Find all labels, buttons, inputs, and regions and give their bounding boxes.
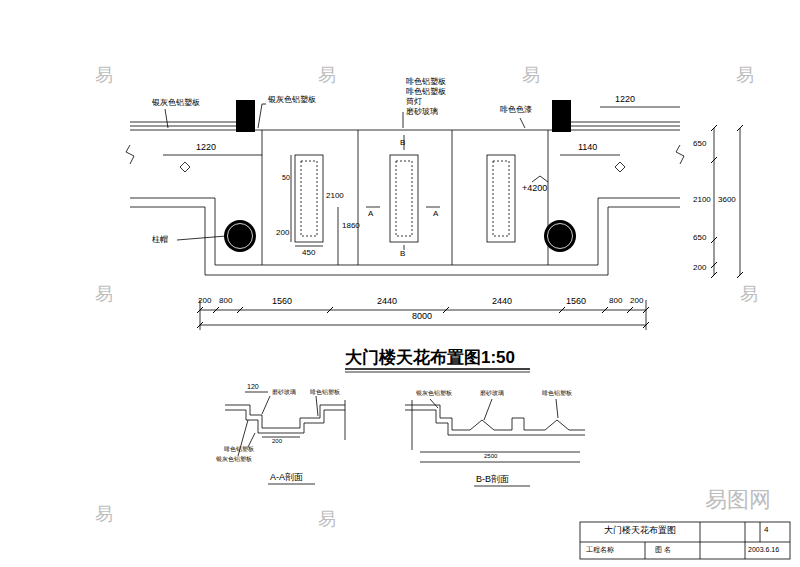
drawing-label: 4 bbox=[764, 526, 768, 535]
watermark: 易 bbox=[740, 285, 758, 305]
drawing-label: 2440 bbox=[492, 297, 512, 307]
drawing-label: 银灰色铝塑板 bbox=[152, 99, 200, 108]
drawing-label: 1220 bbox=[615, 95, 635, 105]
drawing-label: 1860 bbox=[342, 222, 360, 231]
drawing-label: B bbox=[400, 250, 405, 259]
drawing-label: 磨砂玻璃 bbox=[480, 390, 504, 397]
drawing-label: 8000 bbox=[412, 312, 432, 322]
drawing-label: 200 bbox=[198, 297, 211, 306]
drawing-label: 650 bbox=[693, 140, 706, 149]
watermark: 易 bbox=[318, 510, 336, 530]
drawing-label: 啡色铝塑板 bbox=[224, 446, 254, 453]
drawing-label: 200 bbox=[693, 264, 706, 273]
drawing-label: 200 bbox=[630, 297, 643, 306]
drawing-label: 1560 bbox=[272, 297, 292, 307]
watermark: 易 bbox=[736, 66, 754, 86]
watermark: 易 bbox=[95, 66, 113, 86]
drawing-label: 啡色铝塑板 bbox=[310, 389, 340, 396]
drawing-label: 磨砂玻璃 bbox=[406, 108, 438, 117]
drawing-label: 1220 bbox=[196, 143, 216, 153]
drawing-label: A-A剖面 bbox=[270, 473, 303, 483]
drawing-label: 啡色铝塑板 bbox=[542, 390, 572, 397]
drawing-label: 啡色色漆 bbox=[500, 106, 532, 115]
drawing-label: 图 名 bbox=[655, 546, 671, 554]
watermark: 易 bbox=[95, 505, 113, 525]
drawing-label: 2500 bbox=[484, 453, 497, 460]
watermark: 易图网 bbox=[705, 488, 771, 512]
drawing-label: 1140 bbox=[578, 143, 597, 153]
drawing-label: A bbox=[433, 210, 438, 219]
drawing-label: 450 bbox=[302, 249, 315, 258]
drawing-label: 800 bbox=[219, 297, 232, 306]
drawing-label: 银灰色铝塑板 bbox=[416, 390, 452, 397]
drawing-label: 650 bbox=[693, 234, 706, 243]
drawing-label: 啡色铝塑板 bbox=[406, 88, 446, 97]
drawing-label: 1560 bbox=[566, 297, 586, 307]
drawing-label: 2100 bbox=[693, 196, 711, 205]
drawing-label: 120 bbox=[247, 383, 259, 391]
drawing-label: 2100 bbox=[326, 192, 344, 201]
drawing-label: 3600 bbox=[718, 196, 736, 205]
drawing-label: B bbox=[400, 139, 405, 148]
drawing-label: 柱帽 bbox=[152, 236, 168, 245]
drawing-label: 200 bbox=[276, 229, 289, 238]
drawing-label: 800 bbox=[609, 297, 622, 306]
drawing-label: 银灰色铝塑板 bbox=[216, 456, 252, 463]
drawing-title: 大门楼天花布置图1:50 bbox=[345, 346, 515, 369]
drawing-label: A bbox=[368, 210, 373, 219]
drawing-label: 50 bbox=[282, 174, 290, 182]
drawing-label: 啡色铝塑板 bbox=[406, 78, 446, 87]
drawing-label: B-B剖面 bbox=[476, 475, 509, 485]
drawing-label: 筒灯 bbox=[406, 98, 422, 107]
drawing-label: 工程名称 bbox=[586, 546, 614, 554]
drawing-label: 磨砂玻璃 bbox=[272, 389, 296, 396]
drawing-label: 银灰色铝塑板 bbox=[268, 96, 316, 105]
drawing-label: 大门楼天花布置图 bbox=[604, 526, 676, 536]
watermark: 易 bbox=[95, 285, 113, 305]
drawing-label: 2440 bbox=[377, 297, 397, 307]
drawing-label: +4200 bbox=[522, 184, 547, 194]
watermark: 易 bbox=[318, 66, 336, 86]
drawing-label: 2003.6.16 bbox=[748, 546, 779, 554]
watermark: 易 bbox=[522, 66, 540, 86]
drawing-label: 200 bbox=[272, 438, 282, 445]
